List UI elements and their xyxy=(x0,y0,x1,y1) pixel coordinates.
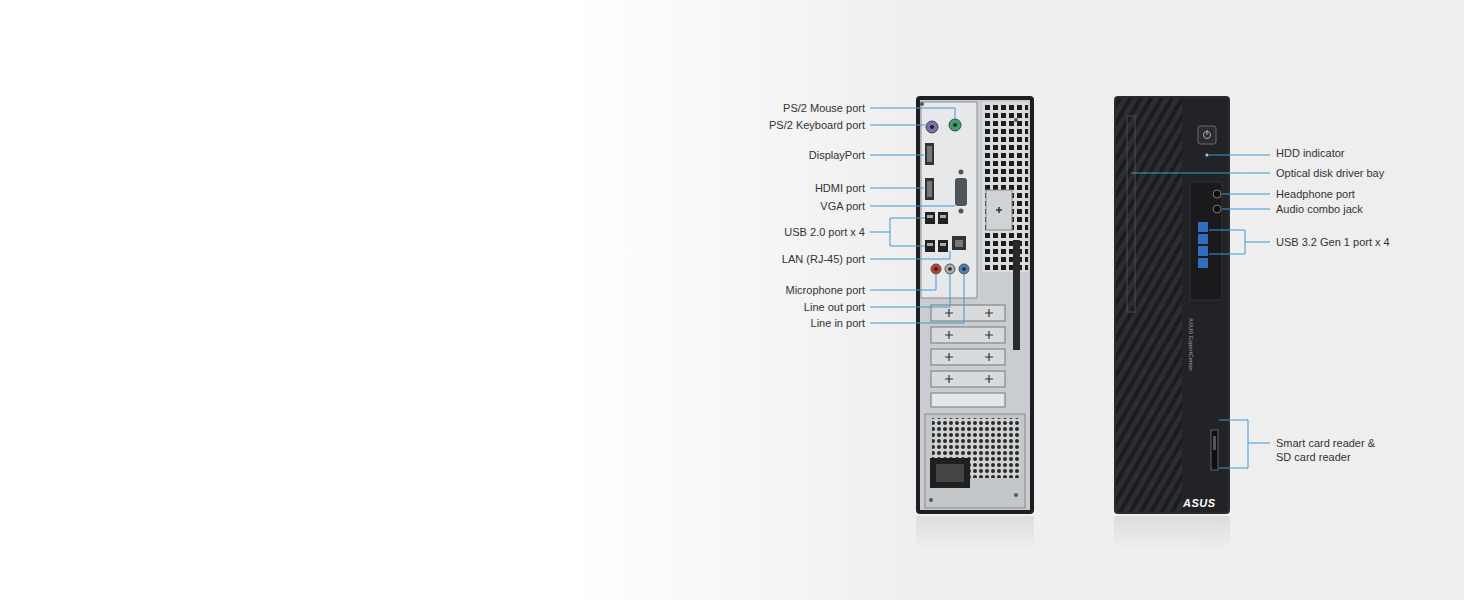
model-name: ASUS ExpertCenter xyxy=(1187,318,1194,371)
port-label: HDMI port xyxy=(815,181,865,195)
port-label: LAN (RJ-45) port xyxy=(782,252,865,266)
port-label: Microphone port xyxy=(786,283,866,297)
brand-logo: ASUS xyxy=(1183,496,1216,510)
port-label: PS/2 Mouse port xyxy=(783,101,865,115)
port-label: PS/2 Keyboard port xyxy=(769,118,865,132)
leader-lines xyxy=(870,108,1270,468)
part-label: HDD indicator xyxy=(1276,146,1344,160)
port-label: Line in port xyxy=(811,316,865,330)
port-label: Line out port xyxy=(804,300,865,314)
port-label: Headphone port xyxy=(1276,187,1355,201)
port-label: VGA port xyxy=(820,199,865,213)
port-label: USB 2.0 port x 4 xyxy=(784,225,865,239)
part-label: Optical disk driver bay xyxy=(1276,166,1384,180)
port-label: USB 3.2 Gen 1 port x 4 xyxy=(1276,235,1390,249)
front-view xyxy=(1114,96,1230,550)
part-label: Smart card reader & SD card reader xyxy=(1276,436,1386,464)
port-label: Audio combo jack xyxy=(1276,202,1363,216)
port-label: DisplayPort xyxy=(809,148,865,162)
